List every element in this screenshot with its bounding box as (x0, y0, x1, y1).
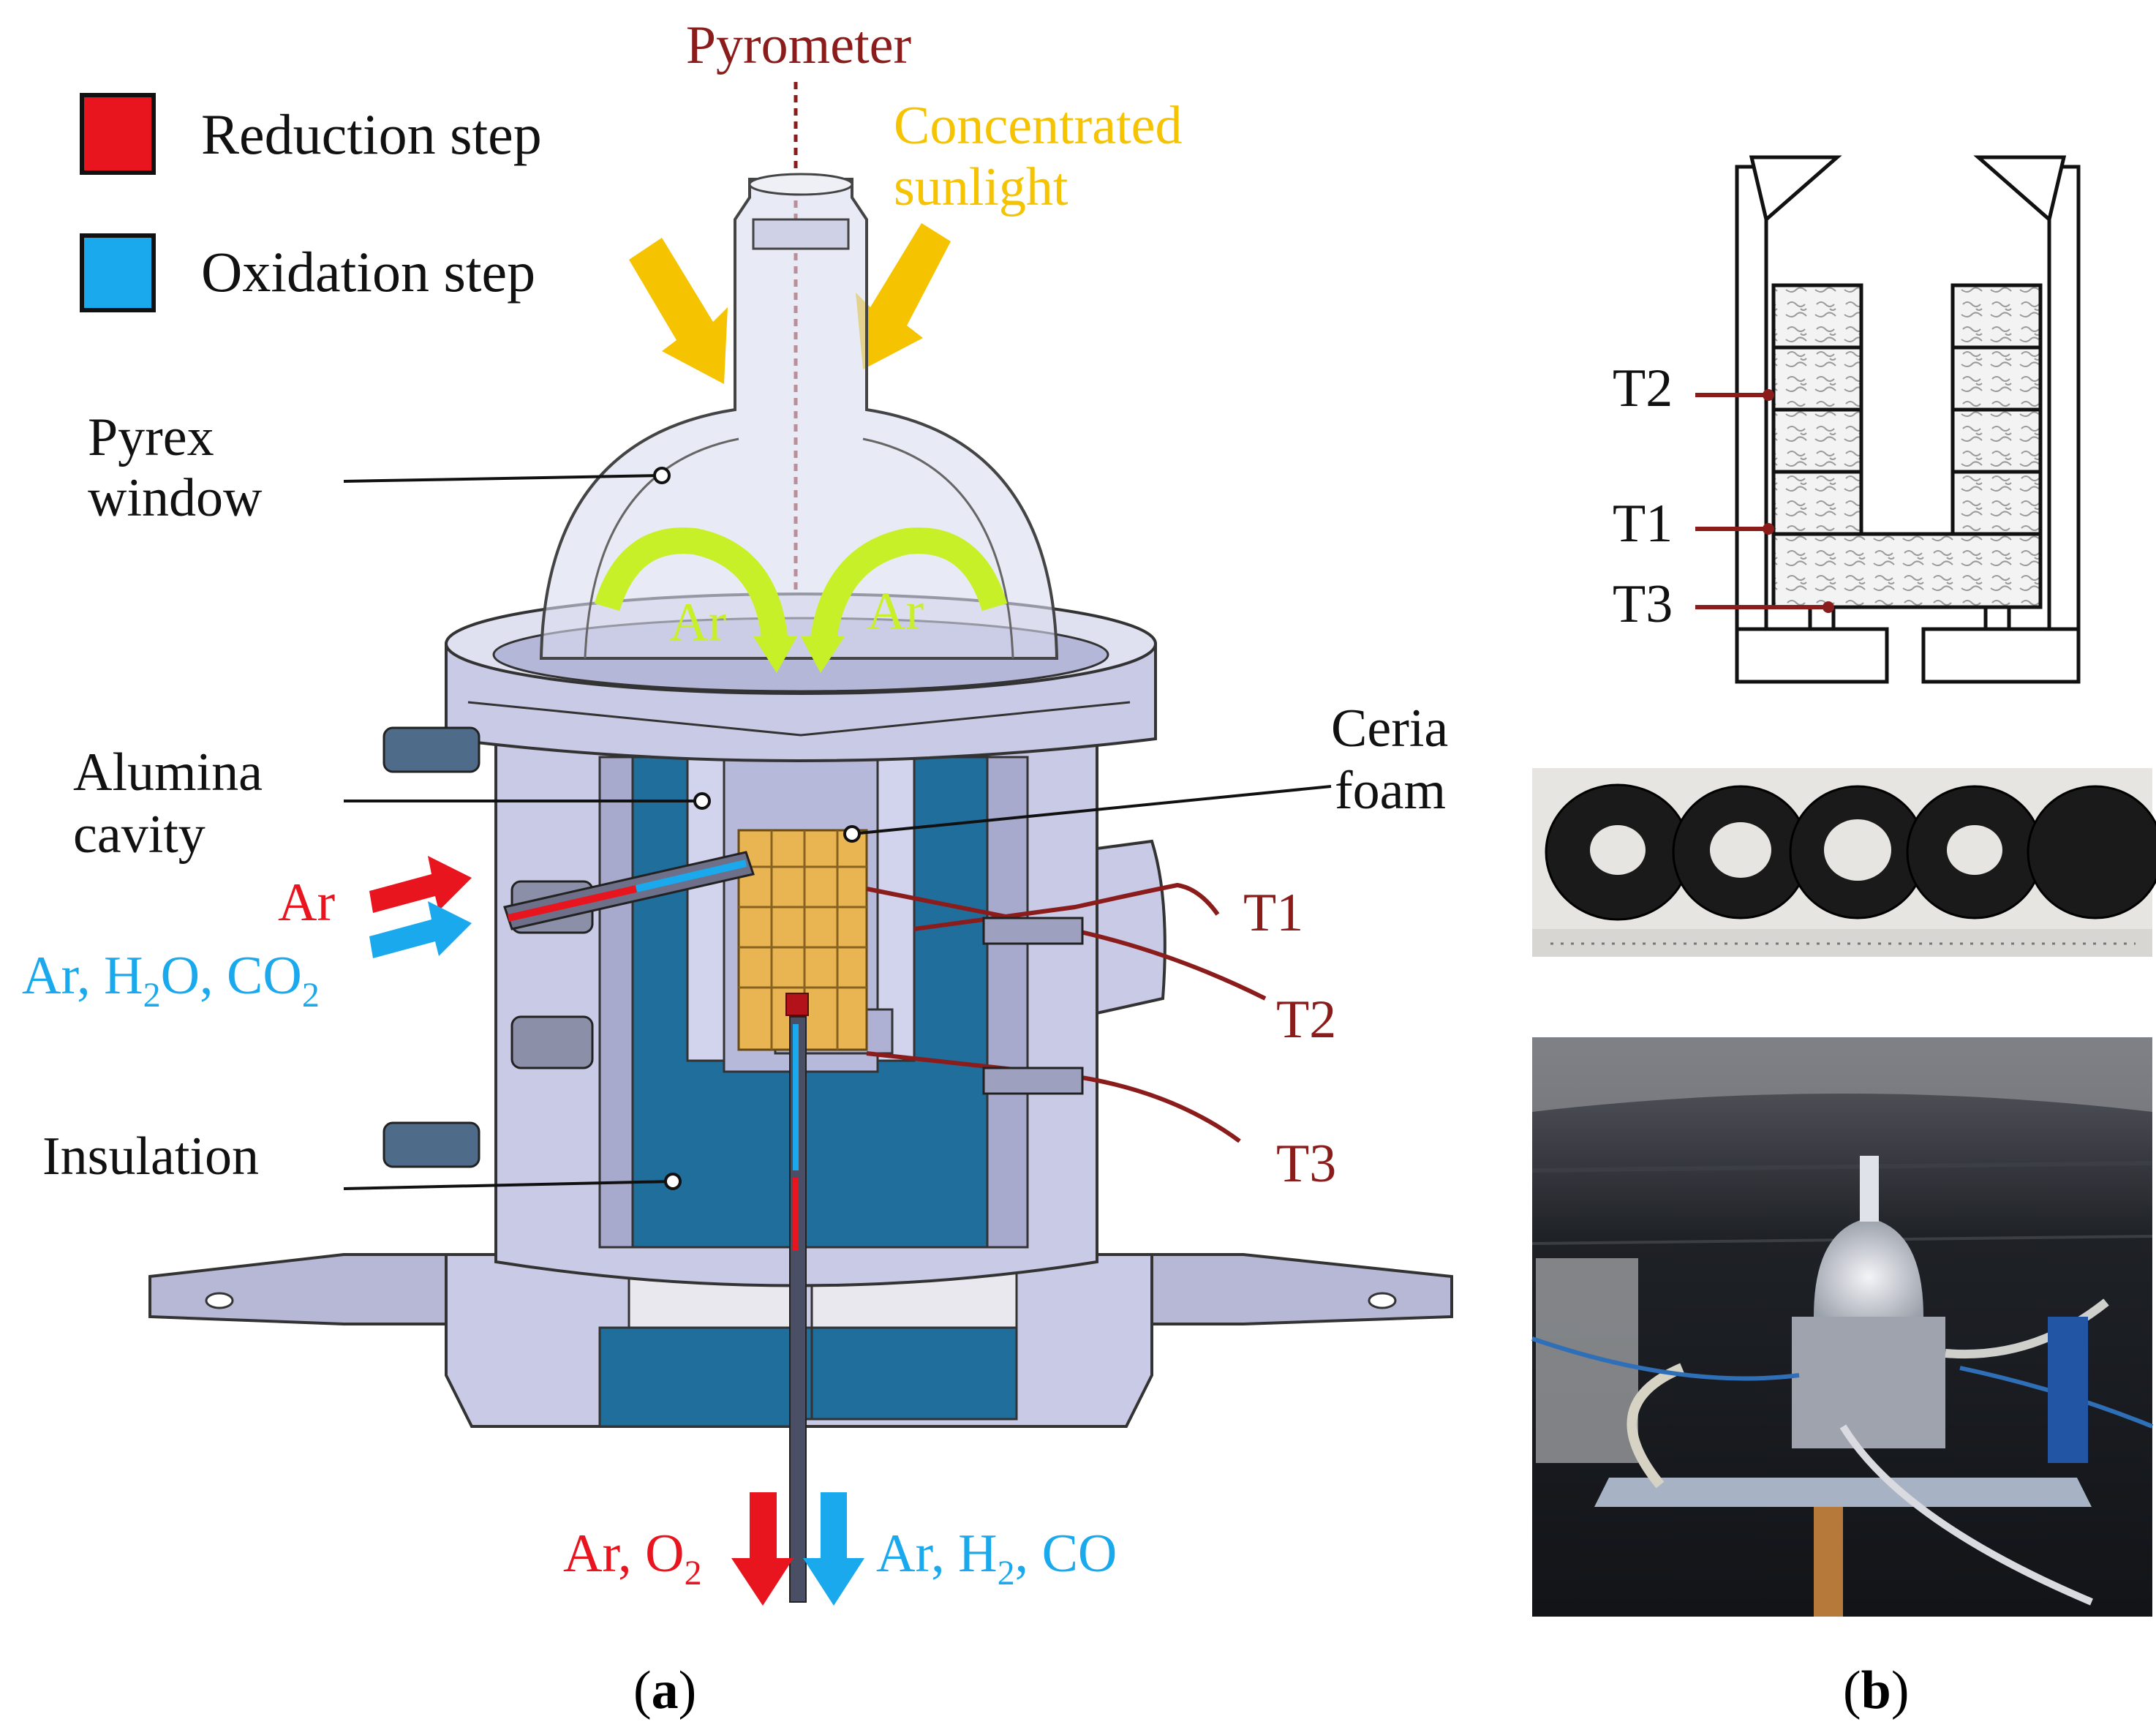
legend-swatch-reduction (80, 93, 156, 175)
foam-rings-photo (1532, 768, 2156, 957)
panel-a-caption-open: ( (633, 1661, 652, 1720)
outlet-blue-ar-h: Ar, H (876, 1524, 998, 1584)
inlet-blue-o-co: O, CO (161, 946, 302, 1006)
t3-junction (1823, 601, 1834, 613)
inlet-tube (503, 851, 755, 930)
argon-label-right: Ar (867, 582, 924, 642)
insulation-label: Insulation (42, 1127, 259, 1186)
panel-b-caption-open: ( (1843, 1661, 1861, 1720)
alumina-label-line1: Alumina (73, 742, 263, 802)
ceria-foam (737, 829, 868, 1051)
t1-label: T1 (1243, 883, 1303, 943)
panel-a-caption: (a) (633, 1661, 696, 1720)
outlet-red-ar-o: Ar, O (563, 1524, 685, 1584)
panel-a-caption-letter: a (652, 1661, 679, 1720)
reactor-setup-photo (1531, 1037, 2154, 1617)
outlet-red-label: Ar, O2 (563, 1524, 702, 1592)
legend-label-reduction: Reduction step (201, 102, 542, 166)
cavity-schematic (1735, 155, 2081, 684)
panel-b-caption-close: ) (1891, 1661, 1910, 1720)
schematic-thermocouples (1695, 393, 1828, 609)
argon-arrow-left-head (753, 636, 797, 673)
inlet-arrow-red (369, 856, 472, 913)
outlet-tube (789, 1016, 807, 1603)
outlet-red-subscript: 2 (685, 1554, 702, 1592)
outlet-arrow-red (731, 1492, 794, 1606)
panel-a: Reduction step Oxidation step Pyrometer … (22, 15, 1453, 1720)
inlet-blue-label: Ar, H2O, CO2 (22, 946, 320, 1015)
legend-swatch-oxidation (80, 233, 156, 312)
inlet-red-label: Ar (278, 873, 335, 933)
sunlight-label-line2: sunlight (894, 157, 1068, 217)
legend-label-oxidation: Oxidation step (201, 240, 535, 304)
alumina-label-line2: cavity (73, 805, 206, 865)
argon-arrow-right (810, 527, 1008, 646)
thermocouple-wire-t3 (866, 1051, 1241, 1143)
outlet-blue-subscript: 2 (998, 1554, 1015, 1592)
legend: Reduction step Oxidation step (80, 93, 542, 312)
panel-b-caption-letter: b (1861, 1661, 1891, 1720)
t2-label: T2 (1276, 990, 1336, 1050)
thermocouples (866, 882, 1267, 1143)
t1-junction (1763, 523, 1774, 535)
outlet-arrow-blue (803, 1492, 864, 1606)
pyrex-label-line1: Pyrex (88, 407, 214, 467)
fittings (382, 726, 594, 1168)
t3-label: T3 (1276, 1134, 1336, 1194)
t2-junction (1763, 389, 1774, 401)
inlet-blue-co2-subscript: 2 (302, 976, 320, 1015)
thermocouple-wire-t1 (913, 882, 1220, 931)
callout-lines (343, 467, 1332, 1190)
pyrex-label-line2: window (88, 468, 263, 528)
outlet-blue-label: Ar, H2, CO (876, 1524, 1117, 1592)
sunlight-label-line1: Concentrated (894, 96, 1183, 156)
inlet-arrow-blue (369, 901, 472, 958)
thermocouple-wire-t2 (866, 887, 1267, 1001)
panel-a-caption-close: ) (679, 1661, 697, 1720)
ceria-label-line1: Ceria (1331, 699, 1448, 759)
panel-b: T2 T1 T3 (1531, 155, 2156, 1720)
sunlight-arrow-right (856, 223, 951, 369)
pyrometer-label: Pyrometer (686, 15, 911, 75)
inlet-blue-ar-h: Ar, H (22, 946, 143, 1006)
sunlight-arrow-left (629, 238, 728, 384)
schematic-t3-label: T3 (1613, 574, 1673, 634)
inlet-blue-h2o-subscript: 2 (143, 976, 161, 1015)
panel-b-caption: (b) (1843, 1661, 1909, 1720)
schematic-t2-label: T2 (1613, 358, 1673, 418)
argon-arrow-right-head (801, 636, 845, 673)
argon-arrow-left (594, 527, 788, 645)
argon-label-left: Ar (669, 593, 726, 652)
outlet-blue-co: , CO (1015, 1524, 1117, 1584)
argon-flow: Ar Ar (594, 527, 1008, 673)
ceria-label-line2: foam (1335, 761, 1446, 821)
schematic-t1-label: T1 (1613, 494, 1673, 554)
